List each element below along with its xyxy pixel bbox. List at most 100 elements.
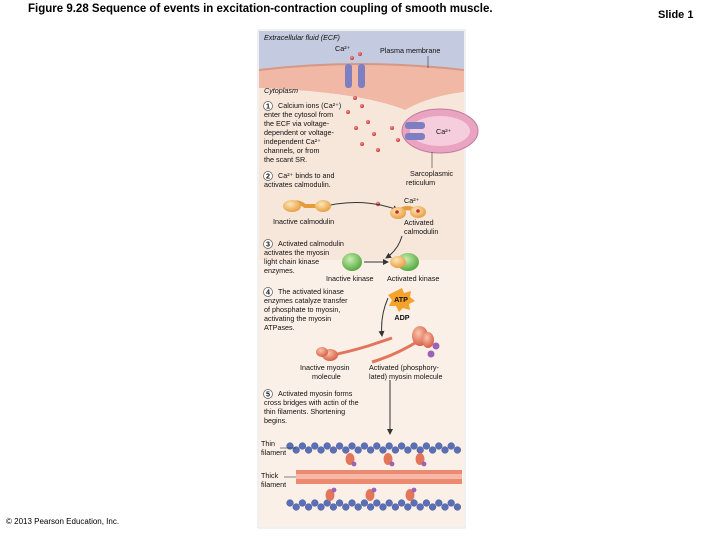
actin-bead bbox=[348, 499, 356, 507]
step-1: 1 Calcium ions (Ca²⁺) enter the cytosol … bbox=[263, 101, 343, 164]
myosin-head bbox=[405, 489, 415, 501]
myosin-head bbox=[415, 453, 425, 465]
svg-text:2: 2 bbox=[266, 172, 270, 181]
step-3: 3 Activated calmodulin activates the myo… bbox=[263, 239, 346, 275]
actin-bead bbox=[298, 499, 307, 507]
svg-text:4: 4 bbox=[266, 288, 270, 297]
svg-text:Calcium ions (Ca²⁺) ente: Calcium ions (Ca²⁺) enter the cytosol fr… bbox=[264, 101, 343, 164]
actin-bead bbox=[367, 446, 375, 454]
actin-bead bbox=[286, 442, 294, 450]
copyright-notice: © 2013 Pearson Education, Inc. bbox=[6, 517, 120, 526]
svg-text:Activated myosin forms c: Activated myosin forms cross bridges wit… bbox=[264, 389, 361, 425]
actin-bead bbox=[429, 503, 437, 511]
actin-bead bbox=[329, 446, 338, 454]
actin-bead bbox=[391, 446, 400, 454]
svg-text:Ca²⁺ binds to and activa: Ca²⁺ binds to and activates calmodulin. bbox=[264, 171, 337, 189]
activated-myosin bbox=[371, 326, 440, 364]
ca-top-label: Ca²⁺ bbox=[335, 44, 351, 53]
phosphate-group bbox=[371, 487, 377, 493]
actin-bead bbox=[311, 442, 319, 450]
svg-text:3: 3 bbox=[266, 240, 270, 249]
actin-bead bbox=[360, 442, 369, 450]
actin-bead bbox=[317, 446, 325, 454]
actin-bead bbox=[305, 446, 313, 454]
thick-filament bbox=[296, 470, 462, 484]
svg-text:5: 5 bbox=[266, 390, 270, 399]
calcium-ions bbox=[346, 52, 400, 152]
actin-bead bbox=[429, 446, 437, 454]
actin-bead bbox=[286, 499, 294, 507]
actin-bead bbox=[317, 503, 325, 511]
phosphate-group bbox=[411, 487, 417, 493]
atp-burst: ATP bbox=[388, 288, 415, 312]
actin-bead bbox=[379, 503, 387, 511]
svg-text:The activated kinase enz: The activated kinase enzymes catalyze tr… bbox=[264, 287, 350, 332]
svg-text:Activated calmodulin act: Activated calmodulin activates the myosi… bbox=[264, 239, 346, 275]
step-4: 4 The activated kinase enzymes catalyze … bbox=[263, 287, 350, 332]
actin-bead bbox=[404, 446, 412, 454]
svg-text:1: 1 bbox=[266, 102, 270, 111]
myosin-head bbox=[365, 489, 375, 501]
actin-bead bbox=[385, 442, 393, 450]
actin-bead bbox=[398, 499, 406, 507]
actin-bead bbox=[292, 446, 300, 454]
actin-bead bbox=[360, 499, 369, 507]
inactive-kinase bbox=[342, 253, 362, 271]
activated-kinase bbox=[390, 253, 419, 271]
actin-bead bbox=[336, 442, 344, 450]
phosphate-group bbox=[389, 461, 395, 467]
actin-bead bbox=[373, 499, 381, 507]
cytoplasm-label: Cytoplasm bbox=[264, 86, 298, 95]
figure-title: Figure 9.28 Sequence of events in excita… bbox=[28, 3, 493, 15]
myosin-head bbox=[325, 489, 335, 501]
actin-bead bbox=[441, 503, 449, 511]
actin-bead bbox=[422, 442, 431, 450]
actin-bead bbox=[410, 442, 418, 450]
actin-bead bbox=[305, 503, 313, 511]
actin-bead bbox=[342, 503, 350, 511]
actin-bead bbox=[342, 446, 350, 454]
actin-bead bbox=[292, 503, 300, 511]
step-5: 5 Activated myosin forms cross bridges w… bbox=[263, 389, 361, 425]
actin-bead bbox=[354, 503, 362, 511]
actin-bead bbox=[385, 499, 393, 507]
actin-bead bbox=[435, 499, 443, 507]
myosin-head bbox=[383, 453, 393, 465]
slide-number: Slide 1 bbox=[658, 9, 694, 21]
phosphate-group bbox=[331, 487, 337, 493]
actin-bead bbox=[453, 446, 462, 454]
actin-bead bbox=[323, 442, 331, 450]
ca-sr-label: Ca²⁺ bbox=[436, 127, 452, 136]
actin-bead bbox=[367, 503, 375, 511]
actin-bead bbox=[410, 499, 418, 507]
svg-text:ATP: ATP bbox=[394, 295, 408, 304]
inactive-myosin bbox=[316, 336, 393, 361]
actin-bead bbox=[441, 446, 449, 454]
actin-bead bbox=[329, 503, 338, 511]
actin-bead bbox=[311, 499, 319, 507]
inactive-calmodulin bbox=[283, 200, 331, 212]
actin-bead bbox=[453, 503, 462, 511]
myosin-heads bbox=[325, 453, 427, 501]
actin-bead bbox=[422, 499, 431, 507]
actin-bead bbox=[416, 503, 424, 511]
adp-label: ADP bbox=[394, 313, 409, 322]
actin-bead bbox=[379, 446, 387, 454]
ca-mid-label: Ca²⁺ bbox=[404, 196, 420, 205]
phosphate-group bbox=[351, 461, 357, 467]
actin-bead bbox=[298, 442, 307, 450]
phosphate-group bbox=[421, 461, 427, 467]
plasma-membrane-label: Plasma membrane bbox=[380, 46, 440, 55]
inactive-kinase-label: Inactive kinase bbox=[326, 274, 374, 283]
thin-filament-bottom bbox=[286, 499, 462, 511]
activated-calmodulin bbox=[390, 206, 426, 219]
actin-bead bbox=[336, 499, 344, 507]
activated-myosin-label: Activated (phosphory-lated) myosin molec… bbox=[369, 363, 443, 381]
actin-bead bbox=[404, 503, 412, 511]
actin-bead bbox=[447, 442, 455, 450]
myosin-head bbox=[345, 453, 355, 465]
